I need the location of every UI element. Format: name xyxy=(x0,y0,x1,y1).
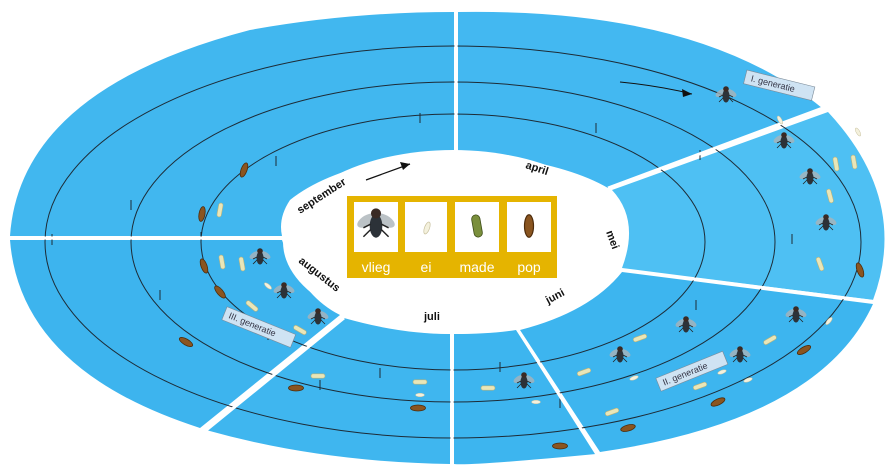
month-juli: juli xyxy=(423,311,440,323)
larva-icon xyxy=(310,373,326,379)
legend-egg: ei xyxy=(405,202,447,275)
legend-fly-label: vlieg xyxy=(362,259,391,275)
sector-dividers xyxy=(6,10,879,466)
larva-icon xyxy=(471,214,483,238)
pupa-icon xyxy=(410,404,426,412)
sector-mei xyxy=(612,112,885,300)
larva-icon xyxy=(412,379,428,385)
legend: vlieg ei made pop xyxy=(347,196,557,278)
pupa-icon xyxy=(552,442,568,450)
legend-fly: vlieg xyxy=(354,202,398,275)
direction-arrows xyxy=(365,81,693,181)
legend-pupa-label: pop xyxy=(517,259,541,275)
sector-juli-left xyxy=(206,318,450,464)
larva-icon xyxy=(480,385,496,391)
egg-icon xyxy=(415,392,425,398)
egg-icon xyxy=(853,126,863,138)
legend-pupa: pop xyxy=(507,202,551,275)
sector-september xyxy=(10,12,454,236)
pupa-icon xyxy=(523,214,535,238)
legend-larva: made xyxy=(455,202,499,275)
legend-egg-label: ei xyxy=(421,259,432,275)
sector-augustus xyxy=(10,240,340,428)
pupa-icon xyxy=(288,384,304,392)
egg-icon xyxy=(531,399,541,405)
sector-april xyxy=(458,11,822,188)
legend-larva-label: made xyxy=(459,259,494,275)
